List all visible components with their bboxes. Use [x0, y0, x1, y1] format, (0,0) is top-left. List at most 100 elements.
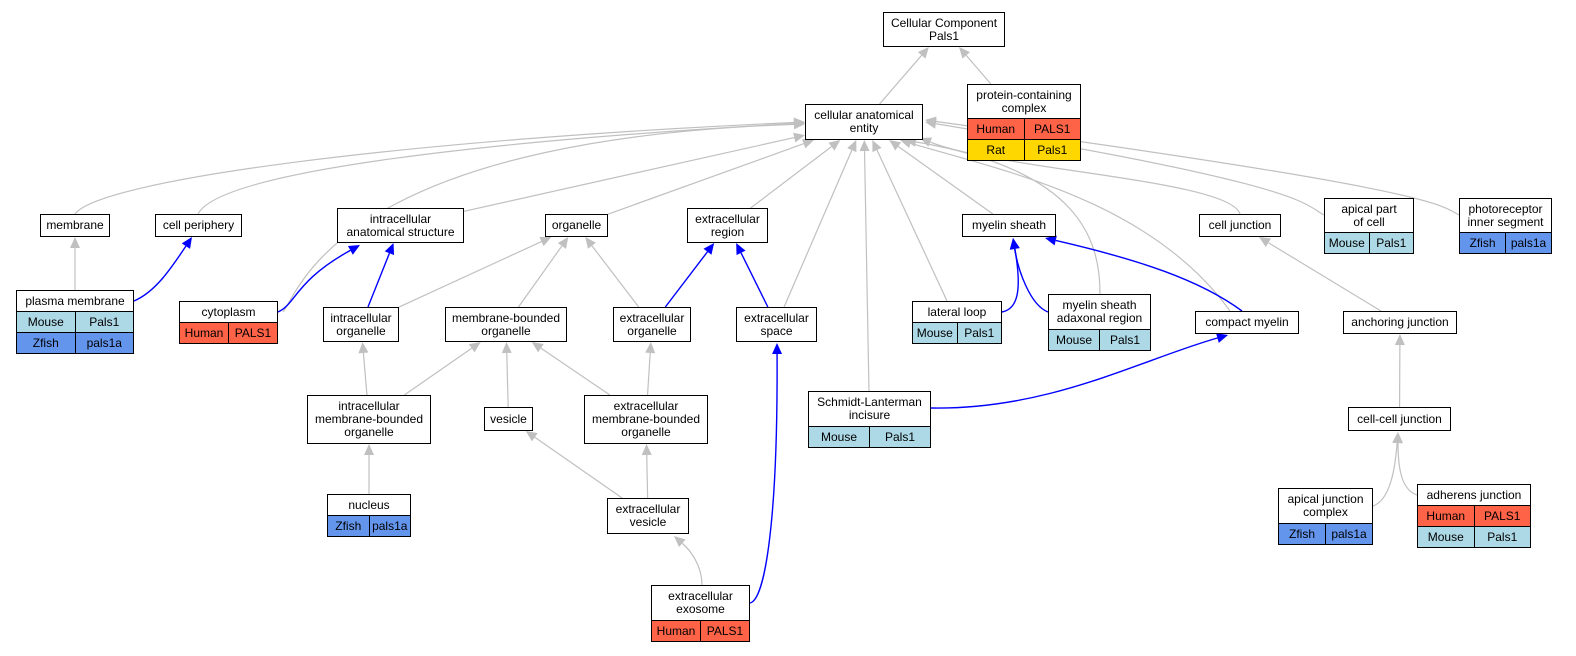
edge-arrowhead [703, 243, 715, 255]
edge-part-of [277, 249, 351, 313]
node-label: extracellular membrane-bounded organelle [584, 395, 708, 444]
edge-arrowhead [736, 243, 746, 256]
edge-is-a [863, 150, 870, 392]
species-cell: Mouse [1427, 530, 1464, 544]
gene-cell: PALS1 [1023, 119, 1081, 139]
node-label: plasma membrane [16, 290, 134, 312]
edge-arrowhead [557, 237, 569, 249]
species-cell: Mouse [27, 315, 64, 329]
species-cell: Zfish [1469, 236, 1496, 250]
gene-cell: Pals1 [869, 427, 930, 447]
edge-part-of [367, 252, 391, 308]
edge-part-of [133, 245, 187, 302]
node-label: cytoplasm [179, 301, 278, 323]
species-cell: Zfish [32, 336, 59, 350]
annotation-row: Mouse Pals1 [1417, 527, 1531, 548]
species-cell: Mouse [820, 430, 858, 444]
gene-cell: Pals1 [1023, 140, 1081, 160]
node-membrane-bounded-organelle: membrane-bounded organelle [445, 307, 567, 342]
gene-cell: Pals1 [74, 312, 134, 332]
species-cell: Mouse [1328, 236, 1365, 250]
node-intracellular-membrane-bounded-organelle: intracellular membrane-bounded organelle [307, 395, 431, 444]
gene-cell: Pals1 [956, 323, 1002, 343]
node-label: adherens junction [1417, 484, 1531, 506]
edge-arrowhead [1394, 334, 1405, 346]
gene-cell: PALS1 [700, 621, 749, 641]
edge-is-a [463, 136, 795, 212]
node-label: intracellular membrane-bounded organelle [307, 395, 431, 444]
node-label: organelle [545, 214, 608, 237]
edge-arrowhead [539, 237, 552, 247]
gene-cell: Pals1 [1473, 527, 1531, 547]
node-label: cell-cell junction [1348, 407, 1451, 431]
node-extracellular-membrane-bounded-organelle: extracellular membrane-bounded organelle [584, 395, 708, 444]
edge-is-a [897, 145, 994, 215]
gene-cell: pals1a [74, 333, 134, 353]
node-label: extracellular exosome [651, 585, 750, 621]
node-label: membrane-bounded organelle [445, 307, 567, 342]
edge-is-a [935, 120, 1460, 216]
edge-part-of [1014, 248, 1049, 313]
species-cell: Human [656, 624, 696, 638]
gene-cell: pals1a [368, 516, 411, 536]
edge-part-of [1055, 239, 1243, 312]
node-extracellular-region: extracellular region [687, 208, 768, 243]
node-label: myelin sheath adaxonal region [1048, 294, 1151, 330]
edge-is-a [362, 352, 368, 396]
gene-cell: PALS1 [1473, 506, 1531, 526]
node-extracellular-organelle: extracellular organelle [613, 307, 691, 342]
annotation-row: Mouse Pals1 [16, 312, 134, 333]
edge-is-a [1372, 442, 1398, 507]
edge-arrowhead [181, 237, 192, 249]
edge-arrowhead [793, 132, 805, 143]
annotation-row: Zfish pals1a [16, 333, 134, 354]
edge-arrowhead [917, 47, 929, 59]
edge-arrowhead [531, 342, 544, 353]
node-myelin-sheath: myelin sheath [962, 214, 1056, 237]
edge-arrowhead [358, 342, 369, 354]
node-extracellular-space: extracellular space [736, 307, 817, 342]
edge-arrowhead [468, 342, 481, 353]
node-label: Cellular Component Pals1 [883, 12, 1005, 47]
edge-part-of [740, 252, 769, 308]
edge-arrowhead [1009, 238, 1020, 250]
annotation-row: Rat Pals1 [967, 140, 1081, 161]
edge-arrowhead [959, 47, 971, 59]
node-vesicle: vesicle [484, 407, 533, 431]
node-label: protein-containing complex [967, 84, 1081, 119]
edge-is-a [910, 142, 1231, 312]
species-cell: Zfish [1288, 527, 1315, 541]
species-cell: Rat [986, 143, 1006, 157]
edge-arrowhead [1393, 432, 1403, 443]
edge-is-a [681, 542, 703, 586]
node-intracellular-anatomical-structure: intracellular anatomical structure [337, 208, 464, 243]
node-extracellular-vesicle: extracellular vesicle [607, 498, 689, 534]
edge-arrowhead [347, 245, 360, 255]
edge-arrowhead [889, 140, 902, 151]
node-label: extracellular organelle [613, 307, 691, 342]
node-intracellular-organelle: intracellular organelle [323, 307, 399, 342]
edge-arrowhead [801, 139, 814, 149]
edge-is-a [876, 149, 948, 302]
edge-is-a [879, 54, 923, 105]
edge-part-of [930, 337, 1218, 409]
node-compact-myelin: compact myelin [1195, 311, 1299, 334]
node-label: compact myelin [1195, 311, 1299, 334]
node-label: vesicle [484, 407, 533, 431]
node-label: lateral loop [912, 301, 1002, 323]
edge-is-a [646, 454, 649, 499]
edge-arrowhead [925, 116, 937, 127]
node-anchoring-junction: anchoring junction [1343, 311, 1457, 334]
node-label: apical junction complex [1278, 488, 1373, 524]
